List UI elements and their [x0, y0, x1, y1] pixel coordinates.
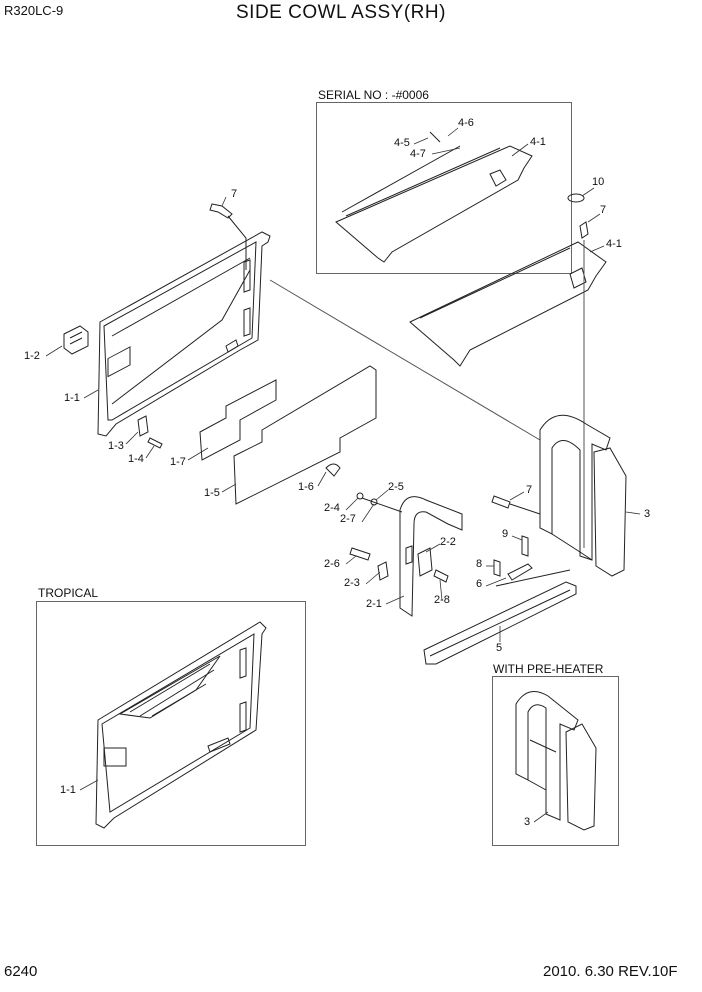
part-label-1-4: 1-4 [128, 453, 144, 465]
part-label-1-5: 1-5 [204, 487, 220, 499]
part-label-2-8: 2-8 [434, 594, 450, 606]
part-label-4-5: 4-5 [394, 137, 410, 149]
part-3-bracket-shape [539, 414, 611, 561]
part-label-1-6: 1-6 [298, 481, 314, 493]
preheater-bracket-shape [515, 691, 579, 821]
part-1-7-shape [199, 379, 277, 461]
part-label-4-6: 4-6 [458, 117, 474, 129]
part-label-1-7: 1-7 [170, 456, 186, 468]
part-label-1-2: 1-2 [24, 350, 40, 362]
revision-date: 2010. 6.30 REV.10F [543, 963, 678, 980]
part-label-3-preheater: 3 [524, 816, 531, 828]
part-label-3: 3 [644, 508, 651, 520]
side-panel-1-1 [97, 231, 271, 437]
page-number: 6240 [4, 963, 38, 980]
part-label-9: 9 [502, 528, 509, 540]
part-label-2-4: 2-4 [324, 502, 340, 514]
part-label-1-3: 1-3 [108, 440, 124, 452]
part-4-1-serial-shape [335, 145, 533, 263]
part-label-4-1-serial: 4-1 [530, 136, 546, 148]
part-label-2-2: 2-2 [440, 536, 456, 548]
part-label-2-7: 2-7 [340, 513, 356, 525]
tropical-box [36, 601, 306, 846]
part-5-rail-shape [423, 581, 577, 665]
part-2-1-shape [399, 496, 463, 617]
part-label-2-6: 2-6 [324, 558, 340, 570]
part-label-7-bracket: 7 [526, 484, 533, 496]
tropical-panel-1-1 [95, 621, 267, 829]
part-label-2-1: 2-1 [366, 598, 382, 610]
tropical-box-label: TROPICAL [38, 586, 99, 600]
preheater-box [492, 676, 619, 846]
part-label-2-3: 2-3 [344, 577, 360, 589]
part-label-10: 10 [592, 176, 605, 188]
part-4-1-main-shape [409, 241, 607, 367]
model-code: R320LC-9 [4, 3, 64, 18]
part-label-8: 8 [476, 558, 483, 570]
part-label-4-7: 4-7 [410, 148, 426, 160]
serial-box-label: SERIAL NO : -#0006 [318, 88, 429, 102]
serial-box [316, 102, 572, 274]
part-label-5: 5 [496, 642, 503, 654]
part-label-2-5: 2-5 [388, 481, 404, 493]
part-label-4-1: 4-1 [606, 238, 622, 250]
part-label-1-1-tropical: 1-1 [60, 784, 76, 796]
part-label-7-top: 7 [600, 204, 607, 216]
part-label-6: 6 [476, 578, 483, 590]
part-1-5-shape [233, 365, 377, 505]
part-label-1-1: 1-1 [64, 392, 80, 404]
part-label-7: 7 [231, 188, 238, 200]
diagram-title: SIDE COWL ASSY(RH) [236, 2, 446, 23]
preheater-box-label: WITH PRE-HEATER [493, 662, 604, 676]
part-1-2-shape [63, 325, 89, 355]
